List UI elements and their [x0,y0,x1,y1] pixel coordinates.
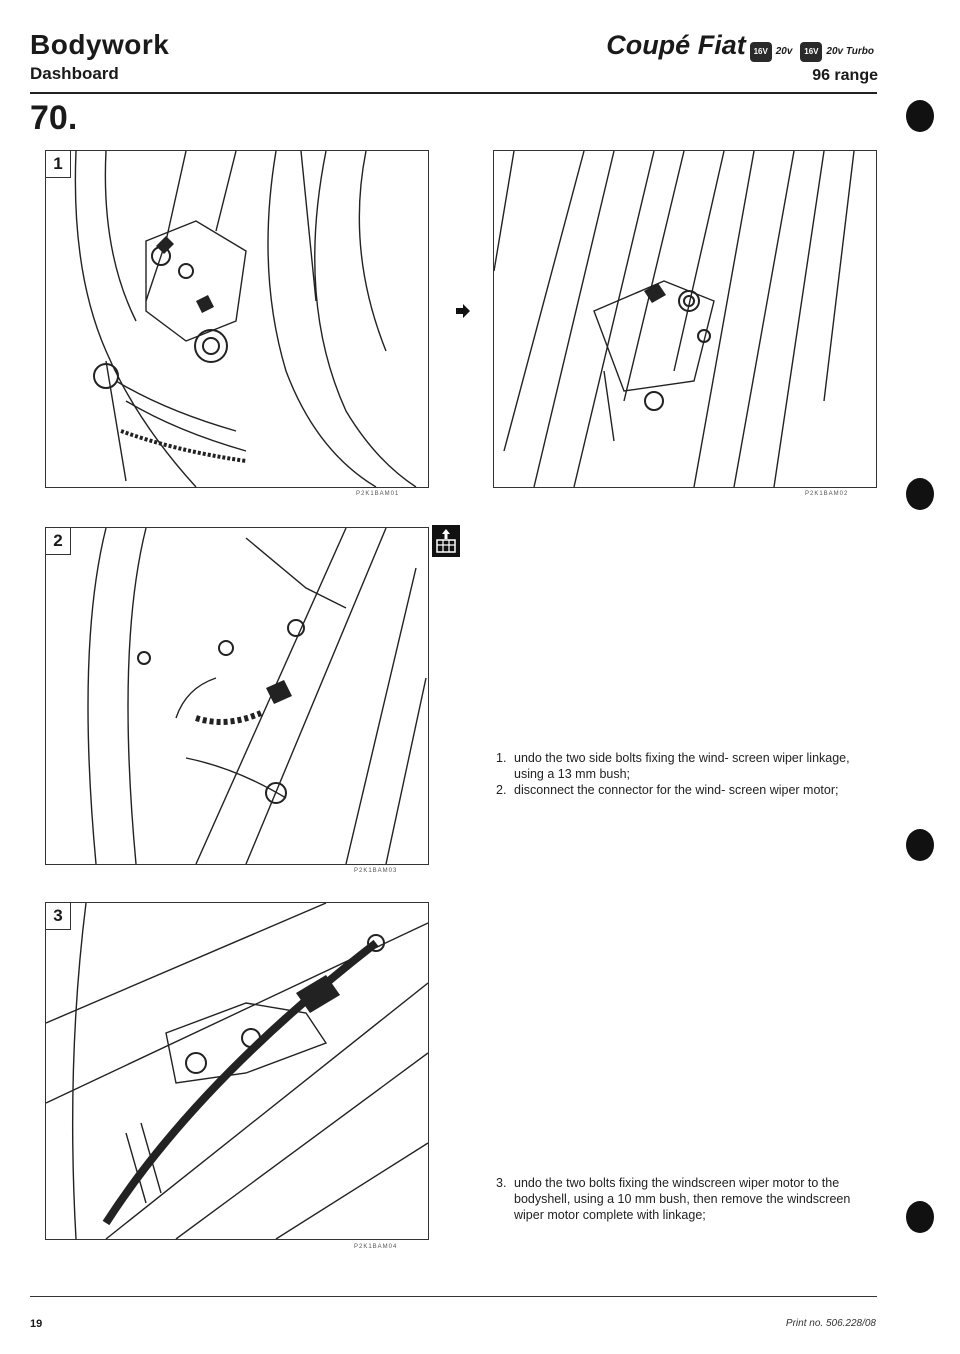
instructions-top: 1. undo the two side bolts fixing the wi… [496,750,880,798]
instructions-bottom: 3. undo the two bolts fixing the windscr… [496,1175,880,1223]
instruction-item: 1. undo the two side bolts fixing the wi… [496,751,850,781]
page-number: 19 [30,1318,43,1330]
header-right: Coupé Fiat 16V 20v 16V 20v Turbo 96 rang… [606,30,878,86]
figure-1-illustration [74,151,417,487]
figure-code: P2K1BAM03 [354,868,398,874]
instruction-item: 3. undo the two bolts fixing the windscr… [496,1176,851,1222]
engine-badge-icon: 16V [800,42,823,62]
figure-code: P2K1BAM04 [354,1244,398,1250]
header-divider [30,92,877,94]
registration-dot [906,478,934,510]
engine-badge-icon: 16V [749,42,772,62]
removal-tool-icon [432,525,460,557]
figure-code: P2K1BAM01 [356,491,400,497]
arrow-right-icon [456,304,470,318]
model-name: Coupé Fiat [606,30,746,60]
figure-2-illustration [87,528,427,864]
figure-3-illustration [46,903,428,1239]
figure-1b-illustration [494,151,855,487]
section-number: 70. [30,99,78,137]
instruction-item: 2. disconnect the connector for the wind… [496,783,839,797]
figure-2: 2 [45,527,429,865]
model-range: 96 range [812,67,878,84]
page-subtitle: Dashboard [30,64,119,83]
registration-dot [906,829,934,861]
figure-number: 2 [46,528,71,555]
registration-dot [906,100,934,132]
figure-number: 1 [46,151,71,178]
registration-dot [906,1201,934,1233]
figure-number: 3 [46,903,71,930]
footer-divider [30,1296,877,1297]
print-number: Print no. 506.228/08 [785,1318,876,1329]
model-line: Coupé Fiat 16V 20v 16V 20v Turbo [606,30,878,62]
page-title: Bodywork [30,29,170,60]
figure-1b [493,150,877,488]
engine-suffix: 20v Turbo [826,46,874,57]
header-left: Bodywork Dashboard [30,30,169,84]
figure-code: P2K1BAM02 [805,491,849,497]
figure-3: 3 [45,902,429,1240]
engine-suffix: 20v [775,46,793,57]
figure-1: 1 [45,150,429,488]
